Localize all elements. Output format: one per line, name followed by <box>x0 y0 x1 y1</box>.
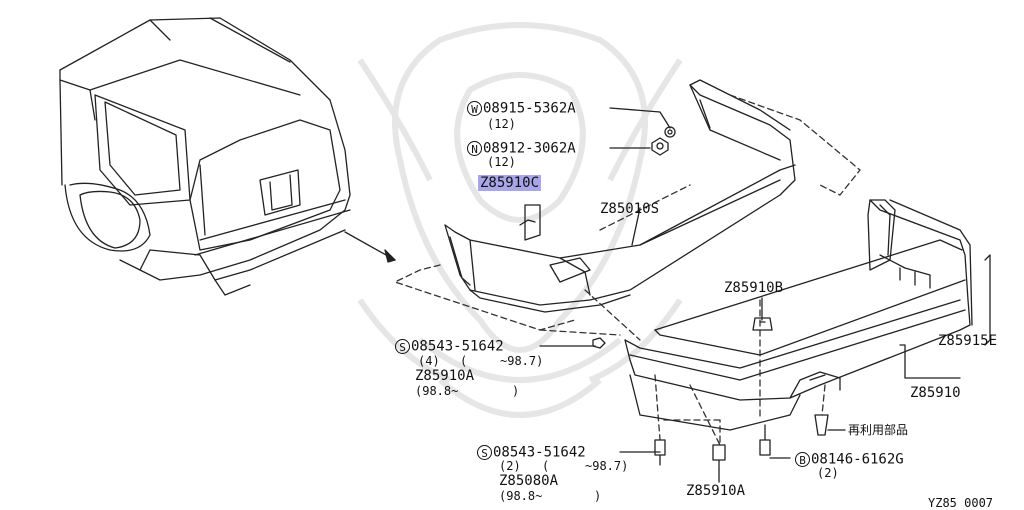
arrow-head <box>384 249 396 263</box>
clip-c-number[interactable]: Z85910C <box>478 175 542 191</box>
nut-qty: (12) <box>487 155 516 169</box>
clip-a-label[interactable]: Z85910A <box>686 483 746 499</box>
bolt-prefix: B <box>795 452 810 467</box>
diagram-code: YZ85 0007 <box>928 496 994 510</box>
screw-a-alt-close: ) <box>512 384 520 398</box>
bumper-upper-drawing <box>444 79 796 313</box>
washer-prefix: W <box>467 101 482 116</box>
watermark-emblem <box>357 22 683 418</box>
screw-b-range: ~98.7) <box>585 459 629 473</box>
bumper-lower-label[interactable]: Z85910 <box>910 385 961 401</box>
bumper-lower-drawing <box>624 199 973 431</box>
screw-a-paren: ( <box>460 354 468 368</box>
screw-b-prefix: S <box>477 445 492 460</box>
vehicle-outline <box>59 17 351 296</box>
screw-b-paren: ( <box>542 459 550 473</box>
washer-qty: (12) <box>487 117 516 131</box>
bumper-upper-label[interactable]: Z85010S <box>600 201 660 217</box>
screw-a-alt-range: (98.8~ <box>415 384 459 398</box>
washer-number[interactable]: 08915-5362A <box>483 100 576 117</box>
screw-a-range: ~98.7) <box>500 354 544 368</box>
screw-a-number[interactable]: 08543-51642 <box>411 338 504 355</box>
screw-b-alt[interactable]: Z85080A <box>499 473 559 489</box>
bolt-number[interactable]: 08146-6162G <box>811 451 904 468</box>
clip-c-label[interactable]: Z85910C <box>478 175 542 191</box>
screw-b-alt-close: ) <box>594 489 602 503</box>
clip-b-label[interactable]: Z85910B <box>724 280 784 296</box>
leader-lines <box>539 107 991 483</box>
bolt-qty: (2) <box>817 466 839 480</box>
screw-b-alt-range: (98.8~ <box>499 489 543 503</box>
nut-number[interactable]: 08912-3062A <box>483 140 576 157</box>
screw-a-prefix: S <box>395 339 410 354</box>
screw-b-qty: (2) <box>499 459 521 473</box>
screw-a-alt[interactable]: Z85910A <box>415 368 475 384</box>
nut-prefix: N <box>467 141 482 156</box>
fasteners <box>592 126 829 471</box>
screw-a-qty: (4) <box>418 354 440 368</box>
screw-b-number[interactable]: 08543-51642 <box>493 444 586 461</box>
bumper-e-label[interactable]: Z85915E <box>938 333 998 349</box>
reuse-label: 再利用部品 <box>848 423 909 437</box>
